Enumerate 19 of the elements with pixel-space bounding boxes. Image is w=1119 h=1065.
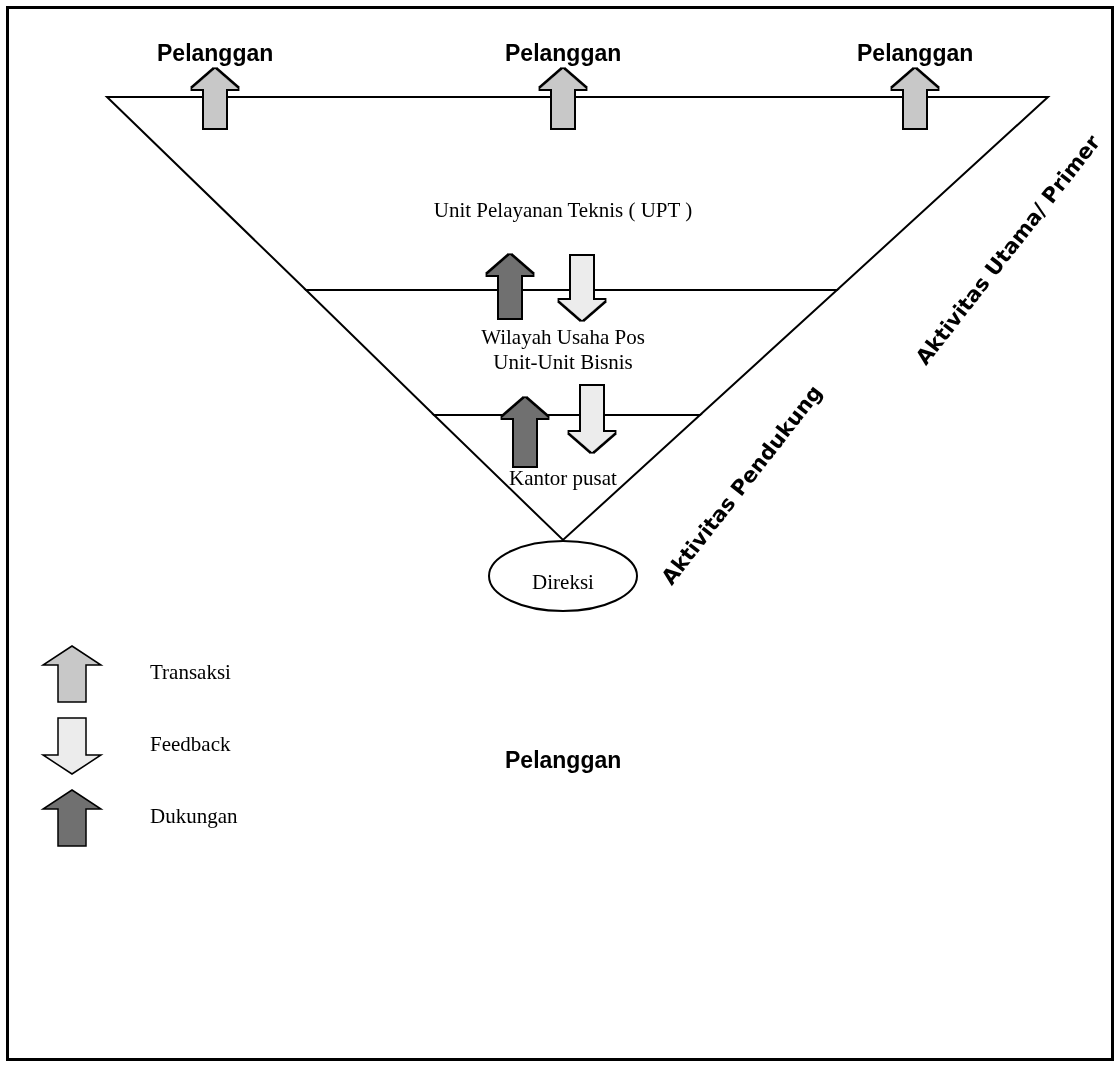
- block-arrow: [502, 398, 548, 466]
- block-arrow: [192, 69, 238, 128]
- tier-label: Kantor pusat: [508, 466, 618, 491]
- block-arrow: [487, 255, 533, 318]
- tier-label: Wilayah Usaha Pos Unit-Unit Bisnis: [480, 325, 646, 375]
- tier-label: Unit Pelayanan Teknis ( UPT ): [432, 198, 694, 223]
- customer-label: Pelanggan: [505, 746, 622, 774]
- customer-label: Pelanggan: [505, 40, 622, 67]
- legend-label: Transaksi: [150, 660, 231, 685]
- customer-label: Pelanggan: [157, 40, 274, 67]
- block-arrow: [540, 69, 586, 128]
- block-arrow: [559, 256, 605, 320]
- block-arrow: [569, 386, 615, 452]
- ellipse-node: [488, 540, 638, 612]
- block-arrow: [892, 69, 938, 128]
- legend-label: Feedback: [150, 732, 231, 757]
- legend-label: Dukungan: [150, 804, 238, 829]
- ellipse-label: Direksi: [531, 570, 595, 595]
- customer-label: Pelanggan: [857, 40, 974, 67]
